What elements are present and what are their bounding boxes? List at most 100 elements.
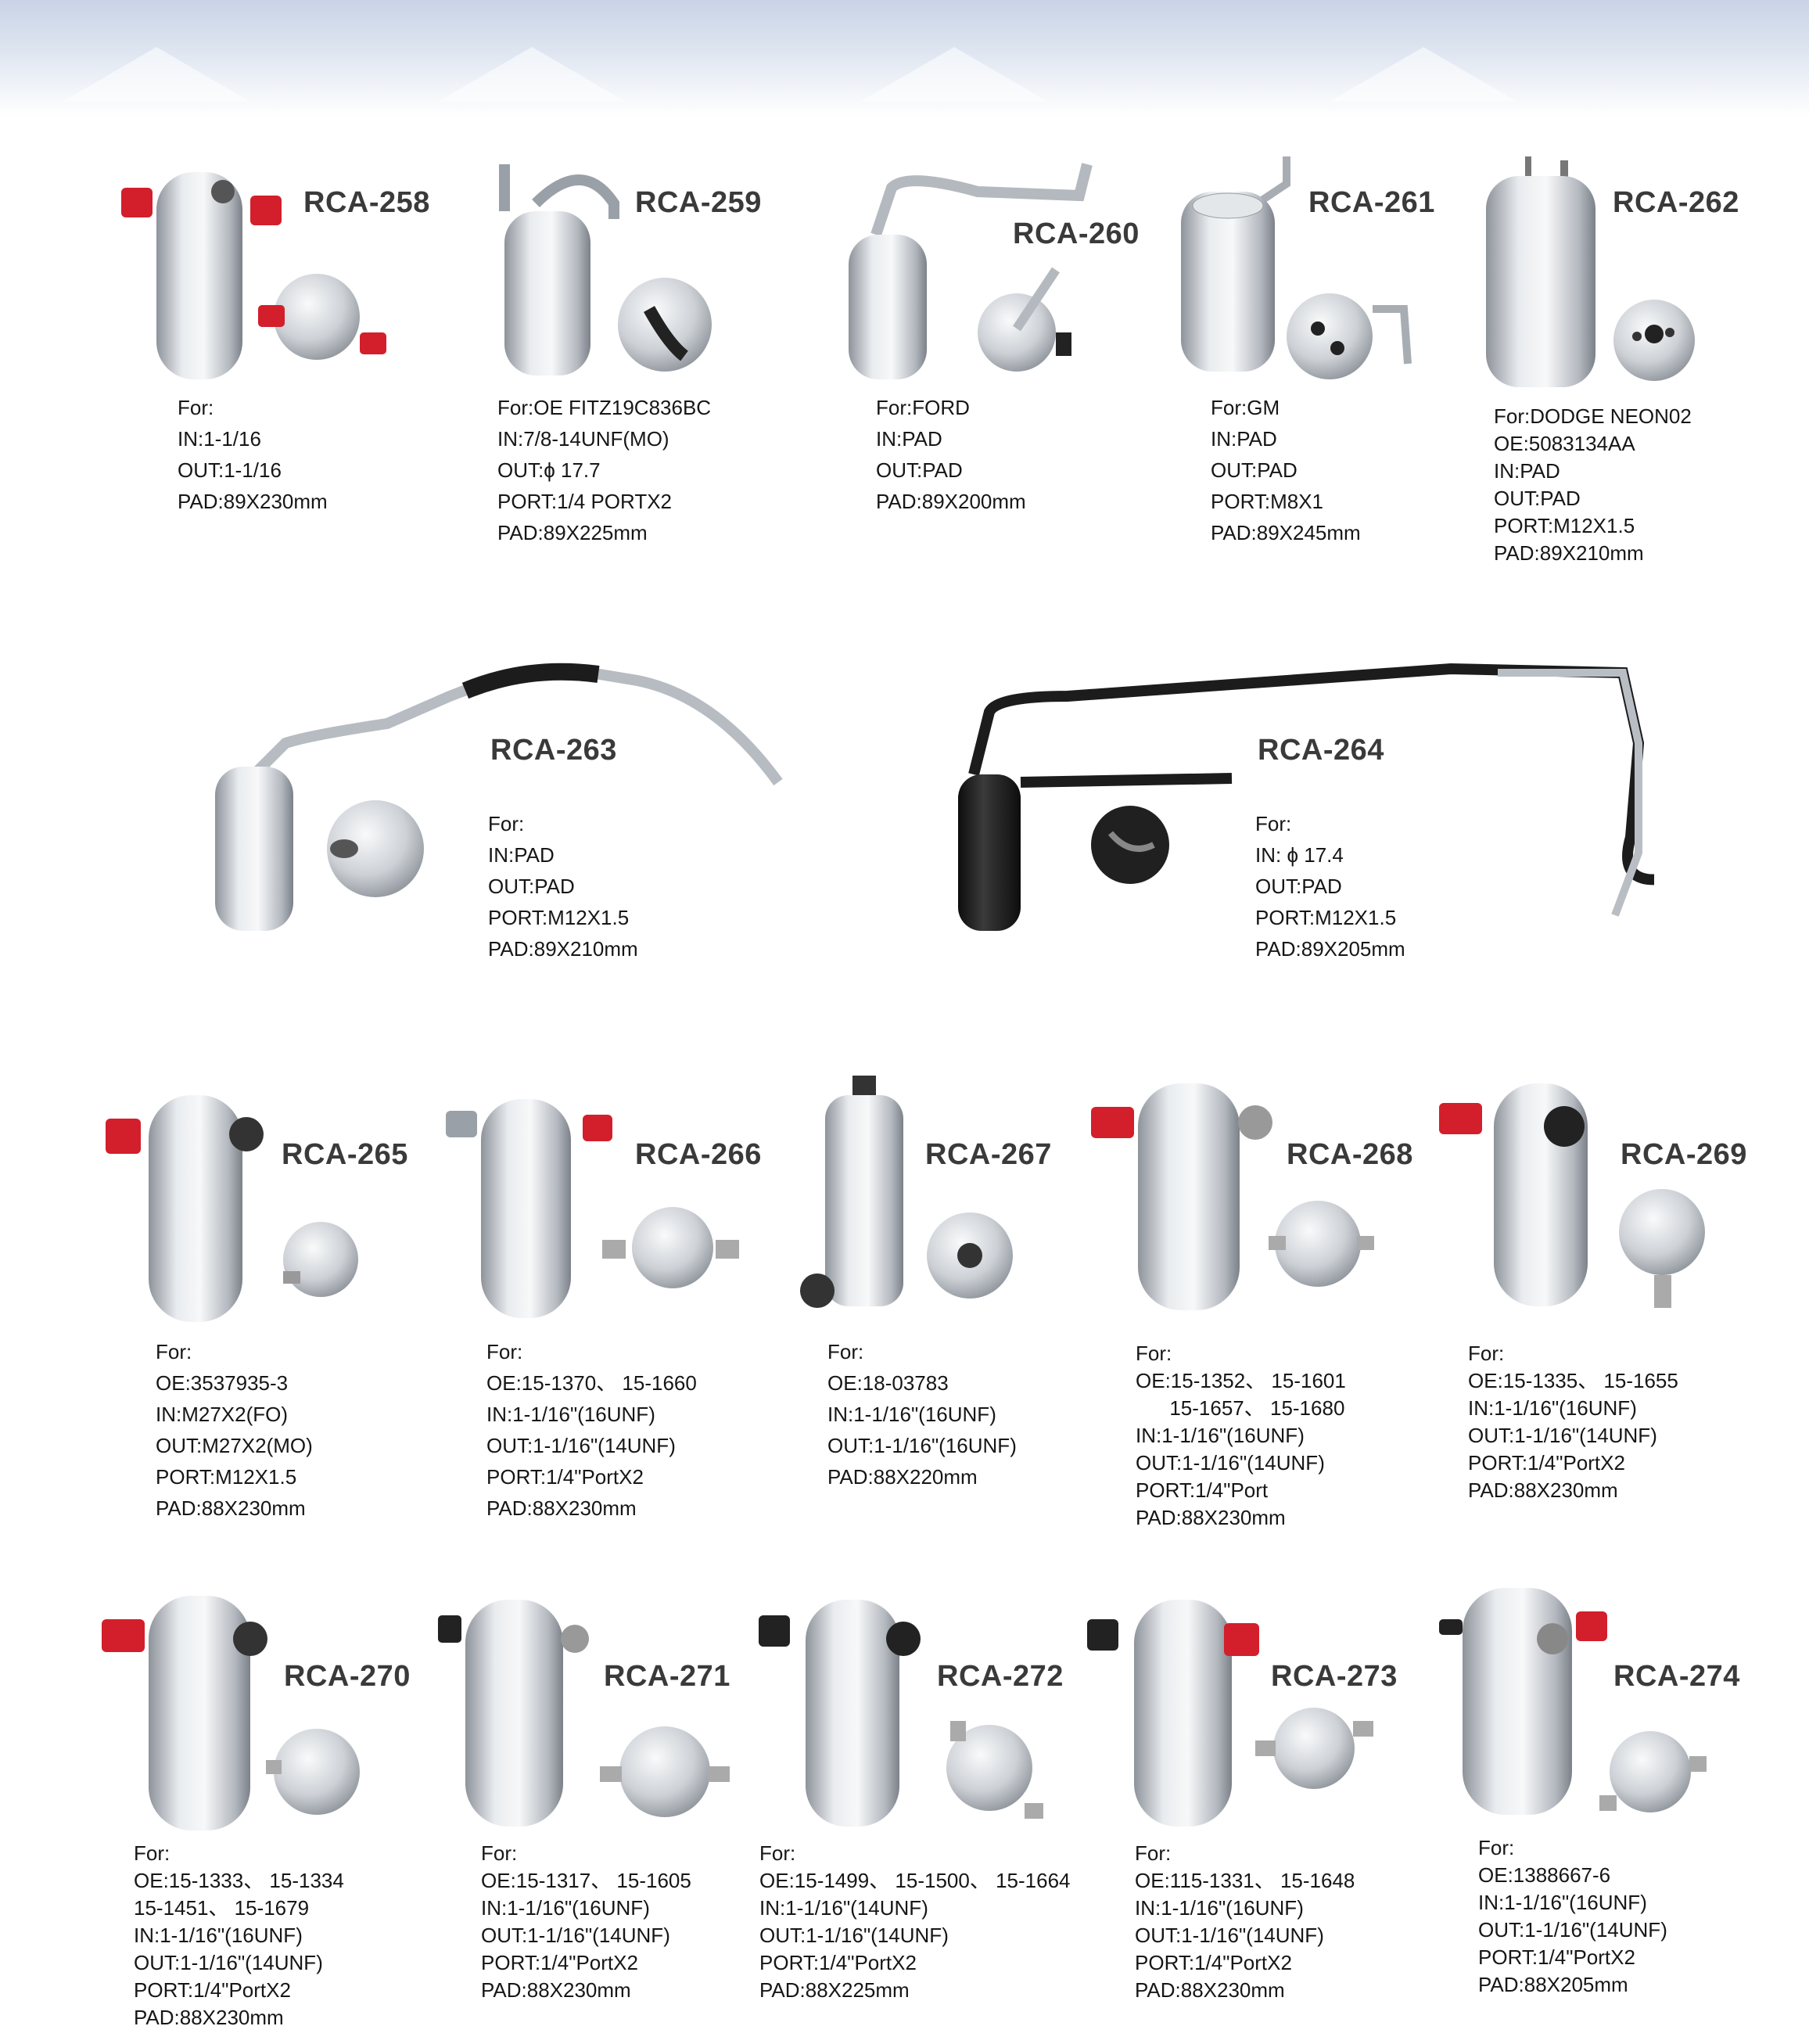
product-code: RCA-264 xyxy=(1258,734,1384,767)
spec-line: PAD:89X210mm xyxy=(1494,541,1644,565)
spec-line: OE:15-1499、 15-1500、 15-1664 xyxy=(759,1869,1071,1892)
spec-line: OUT:1-1/16"(14UNF) xyxy=(481,1924,670,1947)
spec-line: PAD:89X210mm xyxy=(488,937,638,961)
product-specs: For:DODGE NEON02 OE:5083134AA IN:PAD OUT… xyxy=(1494,403,1692,567)
spec-line: OUT:1-1/16"(16UNF) xyxy=(827,1434,1017,1457)
receiver-drier-image xyxy=(1177,153,1420,379)
spec-line: For: xyxy=(1136,1342,1172,1365)
product-specs: For: OE:15-1317、 15-1605 IN:1-1/16"(16UN… xyxy=(481,1840,691,2004)
spec-line: 15-1451、 15-1679 xyxy=(134,1896,310,1920)
spec-line: OUT:PAD xyxy=(1211,458,1298,482)
product-specs: For: OE:15-1370、 15-1660 IN:1-1/16"(16UN… xyxy=(486,1336,697,1524)
product-specs: For:FORD IN:PAD OUT:PAD PAD:89X200mm xyxy=(876,392,1026,517)
spec-line: IN:1-1/16"(16UNF) xyxy=(1135,1896,1304,1920)
spec-line: For: xyxy=(1468,1342,1505,1365)
spec-line: IN:1-1/16"(16UNF) xyxy=(827,1403,996,1426)
spec-line: PORT:M12X1.5 xyxy=(156,1465,297,1489)
product-code: RCA-269 xyxy=(1621,1138,1747,1171)
spec-line: OUT:1-1/16"(14UNF) xyxy=(1136,1451,1325,1475)
spec-line: PAD:89X225mm xyxy=(497,521,648,544)
receiver-drier-image xyxy=(1435,1584,1725,1819)
product-specs: For: OE:1388667-6 IN:1-1/16"(16UNF) OUT:… xyxy=(1478,1834,1667,1999)
spec-line: OE:15-1317、 15-1605 xyxy=(481,1869,691,1892)
receiver-drier-image xyxy=(798,1076,1056,1318)
spec-line: PORT:1/4"Port xyxy=(1136,1478,1269,1502)
spec-line: PORT:1/4"PortX2 xyxy=(134,1978,291,2002)
spec-line: PAD:88X205mm xyxy=(1478,1973,1628,1996)
receiver-drier-image xyxy=(117,156,399,391)
spec-line: For: xyxy=(134,1841,170,1865)
product-code: RCA-267 xyxy=(925,1138,1052,1171)
receiver-drier-image xyxy=(755,1596,1052,1830)
spec-line: PORT:1/4"PortX2 xyxy=(759,1951,917,1974)
spec-line: OE:15-1333、 15-1334 xyxy=(134,1869,344,1892)
product-specs: For: IN:1-1/16 OUT:1-1/16 PAD:89X230mm xyxy=(178,392,328,517)
receiver-drier-image xyxy=(950,657,1654,939)
spec-line: For: xyxy=(488,812,525,835)
product-code: RCA-260 xyxy=(1013,217,1140,250)
receiver-drier-image xyxy=(153,649,817,947)
receiver-drier-image xyxy=(1482,153,1717,395)
product-code: RCA-273 xyxy=(1271,1660,1398,1693)
product-code: RCA-261 xyxy=(1308,186,1435,219)
receiver-drier-image xyxy=(1087,1596,1384,1830)
spec-line: OUT:1-1/16 xyxy=(178,458,282,482)
spec-line: IN:PAD xyxy=(876,427,942,451)
spec-line: IN:1-1/16"(16UNF) xyxy=(481,1896,650,1920)
product-specs: For:OE FITZ19C836BC IN:7/8-14UNF(MO) OUT… xyxy=(497,392,711,548)
spec-line: PORT:M8X1 xyxy=(1211,490,1324,513)
spec-line: PORT:M12X1.5 xyxy=(1494,514,1635,537)
product-code: RCA-266 xyxy=(635,1138,762,1171)
product-specs: For: OE:15-1499、 15-1500、 15-1664 IN:1-1… xyxy=(759,1840,1071,2004)
spec-line: OUT:1-1/16"(14UNF) xyxy=(1468,1424,1657,1447)
spec-line: PAD:88X230mm xyxy=(1135,1978,1285,2002)
spec-line: OE:115-1331、 15-1648 xyxy=(1135,1869,1355,1892)
product-code: RCA-263 xyxy=(490,734,617,767)
spec-line: For: xyxy=(1255,812,1292,835)
product-code: RCA-268 xyxy=(1287,1138,1413,1171)
spec-line: IN:PAD xyxy=(1211,427,1277,451)
spec-line: OE:1388667-6 xyxy=(1478,1863,1611,1887)
spec-line: IN: ϕ 17.4 xyxy=(1255,843,1344,867)
spec-line: OE:3537935-3 xyxy=(156,1371,289,1395)
spec-line: OUT:PAD xyxy=(488,875,575,898)
spec-line: PAD:88X230mm xyxy=(156,1496,306,1520)
spec-line: IN:PAD xyxy=(488,843,555,867)
receiver-drier-image xyxy=(821,149,1095,391)
spec-line: IN:1-1/16"(16UNF) xyxy=(1478,1891,1647,1914)
spec-line: OUT:M27X2(MO) xyxy=(156,1434,313,1457)
receiver-drier-image xyxy=(1435,1079,1725,1314)
receiver-drier-image xyxy=(489,156,723,379)
spec-line: OUT:1-1/16"(14UNF) xyxy=(134,1951,323,1974)
product-specs: For: OE:18-03783 IN:1-1/16"(16UNF) OUT:1… xyxy=(827,1336,1017,1493)
spec-line: PORT:1/4"PortX2 xyxy=(1135,1951,1292,1974)
spec-line: OE:15-1335、 15-1655 xyxy=(1468,1369,1678,1392)
spec-line: IN:1-1/16"(16UNF) xyxy=(486,1403,655,1426)
spec-line: OUT:1-1/16"(14UNF) xyxy=(1135,1924,1324,1947)
spec-line: PAD:88X230mm xyxy=(1468,1478,1618,1502)
spec-line: OE:18-03783 xyxy=(827,1371,949,1395)
spec-line: For:GM xyxy=(1211,396,1280,419)
spec-line: IN:1-1/16"(16UNF) xyxy=(1136,1424,1305,1447)
spec-line: IN:1-1/16 xyxy=(178,427,261,451)
spec-line: PAD:89X245mm xyxy=(1211,521,1361,544)
product-specs: For:GM IN:PAD OUT:PAD PORT:M8X1 PAD:89X2… xyxy=(1211,392,1361,548)
product-specs: For: OE:15-1335、 15-1655 IN:1-1/16"(16UN… xyxy=(1468,1340,1678,1504)
spec-line: PAD:88X220mm xyxy=(827,1465,978,1489)
product-code: RCA-270 xyxy=(284,1660,411,1693)
spec-line: PAD:89X230mm xyxy=(178,490,328,513)
spec-line: PAD:88X225mm xyxy=(759,1978,910,2002)
product-specs: For: OE:15-1333、 15-1334 15-1451、 15-167… xyxy=(134,1840,344,2031)
spec-line: PORT:1/4"PortX2 xyxy=(486,1465,644,1489)
spec-line: PORT:1/4"PortX2 xyxy=(1468,1451,1625,1475)
spec-line: PAD:88X230mm xyxy=(481,1978,631,2002)
spec-line: OE:5083134AA xyxy=(1494,432,1635,455)
receiver-drier-image xyxy=(434,1596,747,1830)
spec-line: PORT:1/4 PORTX2 xyxy=(497,490,673,513)
spec-line: OUT:1-1/16"(14UNF) xyxy=(1478,1918,1667,1942)
spec-line: PAD:89X200mm xyxy=(876,490,1026,513)
receiver-drier-image xyxy=(102,1091,383,1326)
spec-line: For:FORD xyxy=(876,396,970,419)
spec-line: For: xyxy=(178,396,214,419)
product-code: RCA-274 xyxy=(1613,1660,1740,1693)
